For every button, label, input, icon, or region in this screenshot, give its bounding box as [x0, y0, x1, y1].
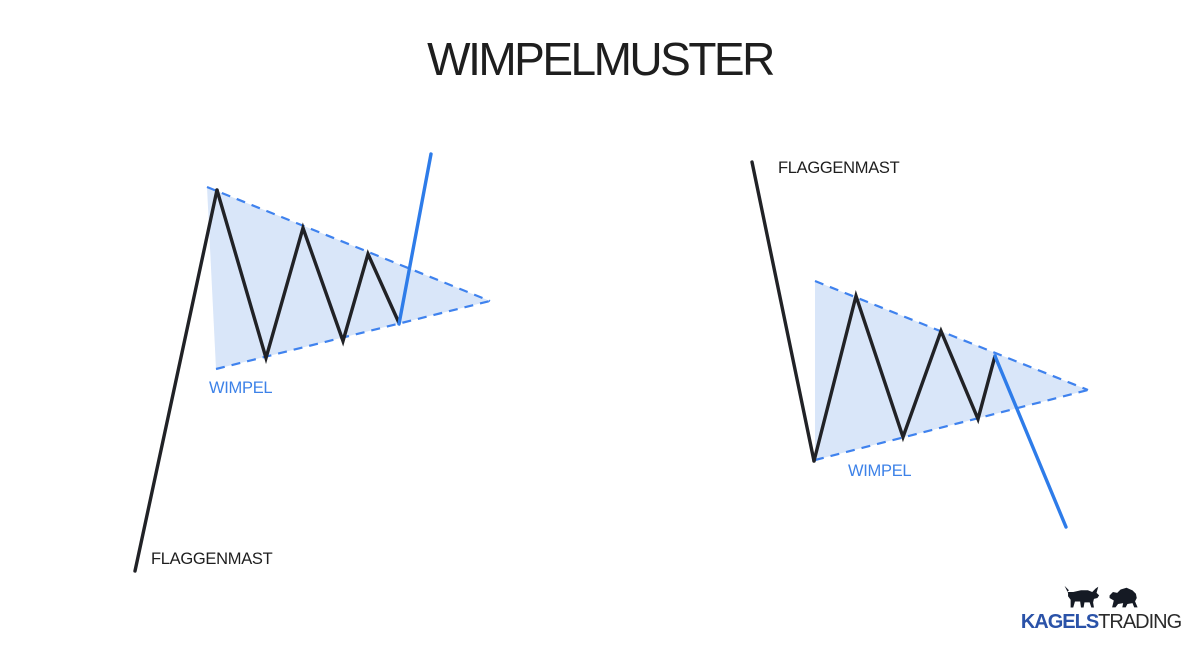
bull-icon	[1064, 585, 1099, 608]
left-pennant-diagram	[133, 152, 491, 573]
logo-text-kagels: KAGELS	[1020, 611, 1099, 633]
logo-text-trading: TRADING	[1098, 611, 1182, 633]
left-flagpole-label: FLAGGENMAST	[151, 550, 273, 568]
right-pennant-fill	[815, 281, 1088, 460]
left-consolidation-zigzag-line	[215, 188, 401, 365]
left-flagpole-line	[133, 188, 219, 573]
kagels-trading-logo: KAGELSTRADING	[1021, 584, 1182, 632]
right-flagpole-line	[750, 160, 816, 463]
right-pennant-diagram	[750, 160, 1089, 529]
logo-wordmark: KAGELSTRADING	[1020, 611, 1182, 633]
right-flagpole-label: FLAGGENMAST	[778, 159, 900, 177]
left-pennant-label: WIMPEL	[209, 379, 273, 397]
right-pennant-label: WIMPEL	[848, 462, 912, 480]
page-title: WIMPELMUSTER	[427, 33, 775, 85]
right-consolidation-zigzag-line	[812, 289, 997, 463]
left-pennant-upper-trendline-dashed	[206, 185, 491, 303]
right-breakout-down-line	[993, 354, 1068, 529]
left-breakout-up-line	[397, 152, 433, 326]
left-pennant-fill	[207, 187, 490, 369]
right-pennant-upper-trendline-dashed	[814, 279, 1089, 392]
bear-icon	[1109, 587, 1138, 608]
logo-icons	[1062, 584, 1141, 611]
